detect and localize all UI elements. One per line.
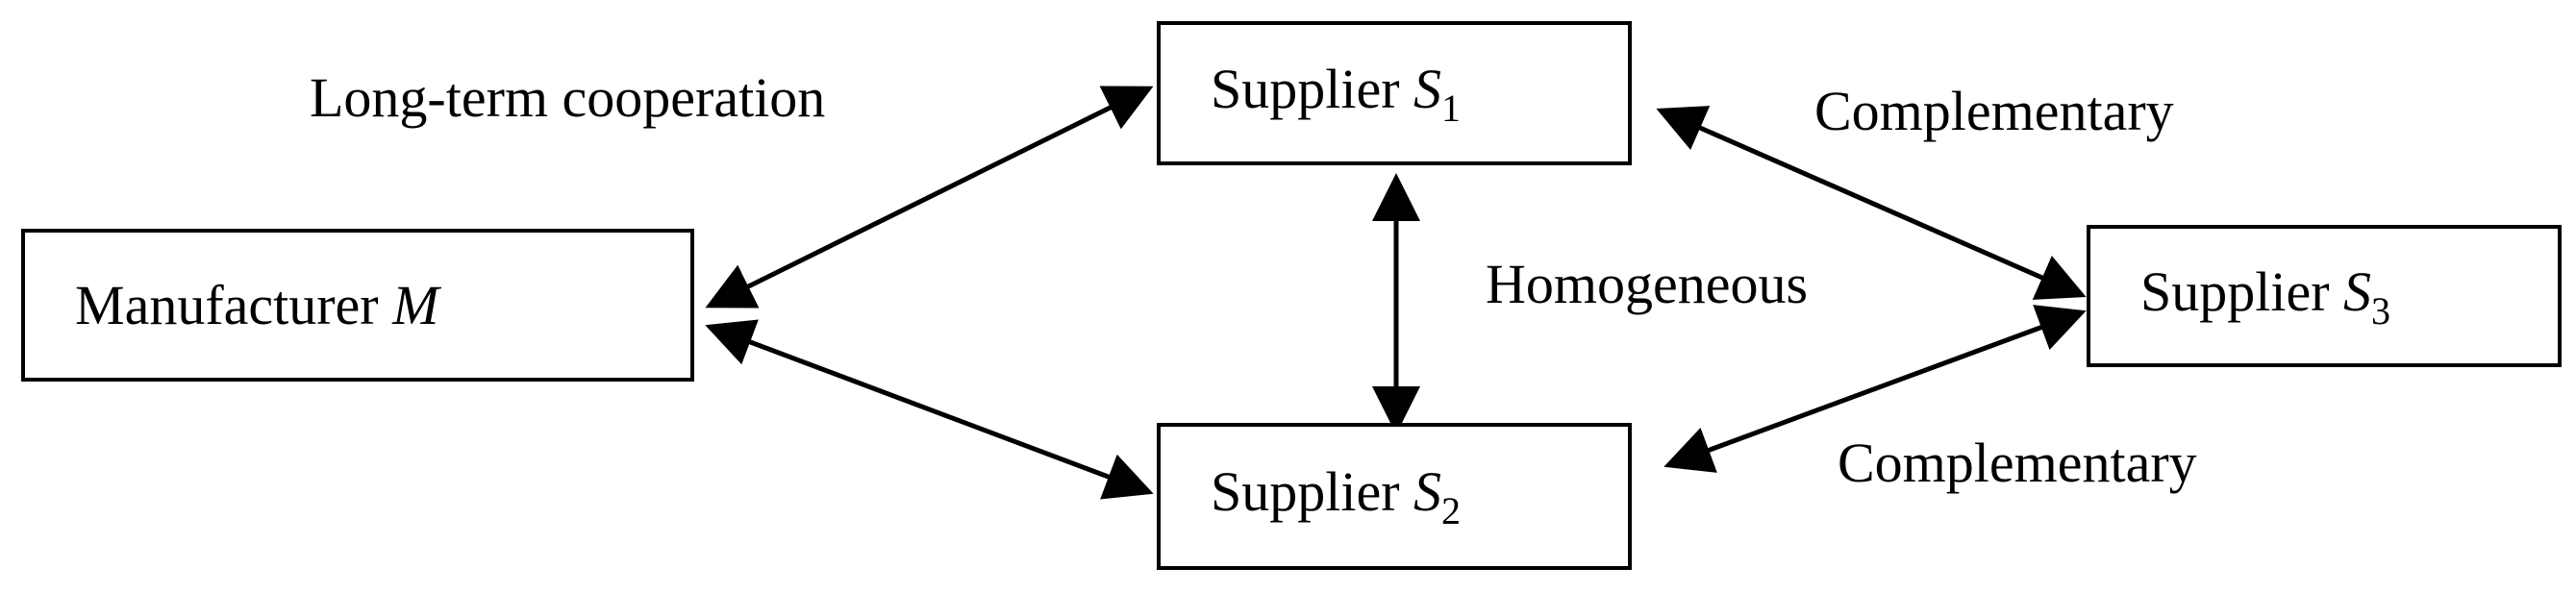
arrow-supplier1-supplier3: [1656, 106, 2087, 300]
arrow-supplier2-supplier3: [1663, 305, 2087, 473]
manufacturer-box: Manufacturer M: [21, 229, 694, 382]
edge-label-long-term-cooperation: Long-term cooperation: [310, 66, 826, 129]
manufacturer-label: Manufacturer M: [75, 274, 439, 336]
supplier1-label: Supplier S1: [1211, 57, 1462, 130]
arrow-manufacturer-supplier2: [705, 319, 1154, 500]
supplier1-box: Supplier S1: [1157, 21, 1632, 165]
arrow-manufacturer-supplier1: [705, 86, 1154, 309]
supplier3-box: Supplier S3: [2087, 225, 2562, 367]
edge-label-homogeneous: Homogeneous: [1486, 253, 1809, 315]
supplier2-label: Supplier S2: [1211, 460, 1462, 532]
edge-label-complementary-top: Complementary: [1814, 80, 2174, 142]
supplier2-box: Supplier S2: [1157, 423, 1632, 570]
edge-label-complementary-bottom: Complementary: [1838, 432, 2197, 494]
supplier3-label: Supplier S3: [2140, 259, 2391, 333]
